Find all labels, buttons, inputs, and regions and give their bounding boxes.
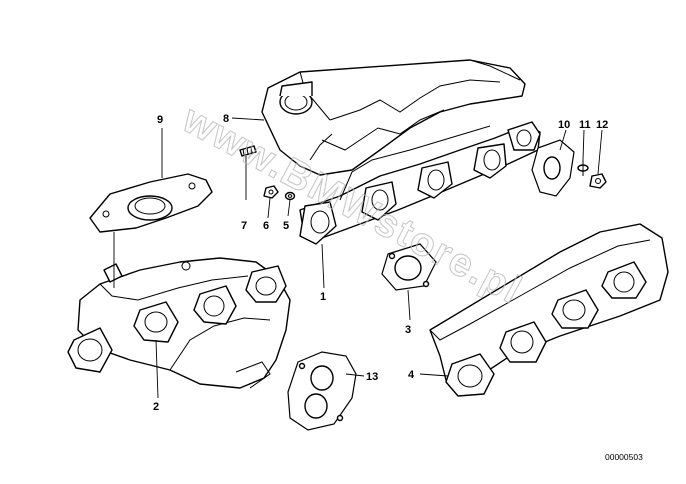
exhaust-manifold-front [67, 257, 291, 389]
callout-7: 7 [241, 220, 247, 232]
exhaust-manifold-rear [299, 121, 541, 245]
heat-shield-cover [261, 59, 526, 176]
gasket-small [531, 139, 575, 197]
washer-part-11 [577, 160, 589, 176]
leader-lines [113, 117, 603, 399]
callout-13: 13 [366, 371, 378, 383]
washer-part-5 [284, 191, 296, 201]
heat-shield-plate [89, 173, 213, 233]
callout-2: 2 [153, 401, 159, 413]
callout-11: 11 [579, 119, 591, 131]
callout-5: 5 [283, 220, 289, 232]
nut-part-12 [589, 173, 607, 189]
heat-shield-manifold [429, 223, 669, 397]
callout-12: 12 [596, 119, 608, 131]
nut-part-6 [263, 185, 279, 199]
callout-4: 4 [408, 369, 415, 381]
callout-10: 10 [558, 119, 570, 131]
callout-1: 1 [320, 291, 326, 303]
diagram-reference-number: 00000503 [605, 452, 643, 462]
callout-labels: 1 2 3 4 5 6 7 8 9 10 11 12 13 [153, 113, 608, 413]
callout-9: 9 [157, 114, 163, 126]
callout-8: 8 [223, 113, 229, 125]
callout-6: 6 [263, 220, 269, 232]
callout-3: 3 [405, 324, 411, 336]
gasket-double [287, 351, 357, 431]
stud-part-7 [239, 145, 257, 157]
gasket-single [381, 243, 437, 291]
